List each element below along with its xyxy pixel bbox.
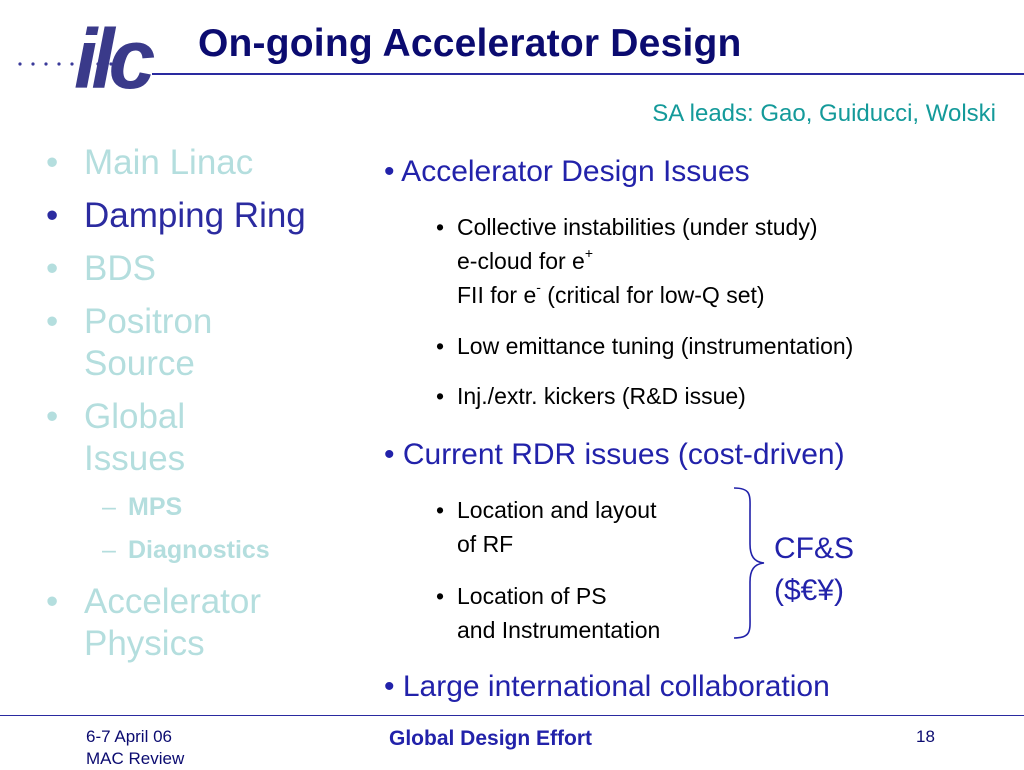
nav-item-damping-ring: •Damping Ring xyxy=(46,196,306,235)
svg-text:ilc: ilc xyxy=(74,12,155,98)
section-heading-design-issues: • Accelerator Design Issues xyxy=(384,155,750,188)
nav-item-main-linac: •Main Linac xyxy=(46,143,254,182)
section-heading-collaboration: • Large international collaboration xyxy=(384,670,830,703)
nav-item-global-issues: •Global Issues xyxy=(46,397,186,478)
bullet-kickers: •Inj./extr. kickers (R&D issue) xyxy=(436,383,746,409)
footer-divider xyxy=(0,715,1024,716)
page-number: 18 xyxy=(916,727,935,746)
nav-item-bds: •BDS xyxy=(46,249,156,288)
right-brace xyxy=(728,486,768,640)
bullet-rf-layout: •Location and layout of RF xyxy=(436,497,657,557)
section-leads: SA leads: Gao, Guiducci, Wolski xyxy=(652,100,996,127)
ilc-logo: ilc xyxy=(8,8,161,106)
cfs-label: CF&S ($€¥) xyxy=(774,532,855,607)
section-heading-rdr-issues: • Current RDR issues (cost-driven) xyxy=(384,438,845,471)
nav-item-positron-source: •Positron Source xyxy=(46,302,213,383)
page-title: On-going Accelerator Design xyxy=(198,22,742,65)
title-divider xyxy=(152,73,1024,75)
bullet-collective-instabilities: •Collective instabilities (under study) … xyxy=(436,214,818,308)
nav-item-accelerator-physics: •Accelerator Physics xyxy=(46,582,262,663)
bullet-low-emittance: •Low emittance tuning (instrumentation) xyxy=(436,333,854,359)
footer-date: 6-7 April 06 MAC Review xyxy=(86,727,185,768)
nav-subitem-mps: –MPS xyxy=(102,493,183,521)
bullet-ps-location: •Location of PS and Instrumentation xyxy=(436,583,661,643)
footer-title: Global Design Effort xyxy=(389,727,593,750)
nav-subitem-diagnostics: –Diagnostics xyxy=(102,536,270,564)
